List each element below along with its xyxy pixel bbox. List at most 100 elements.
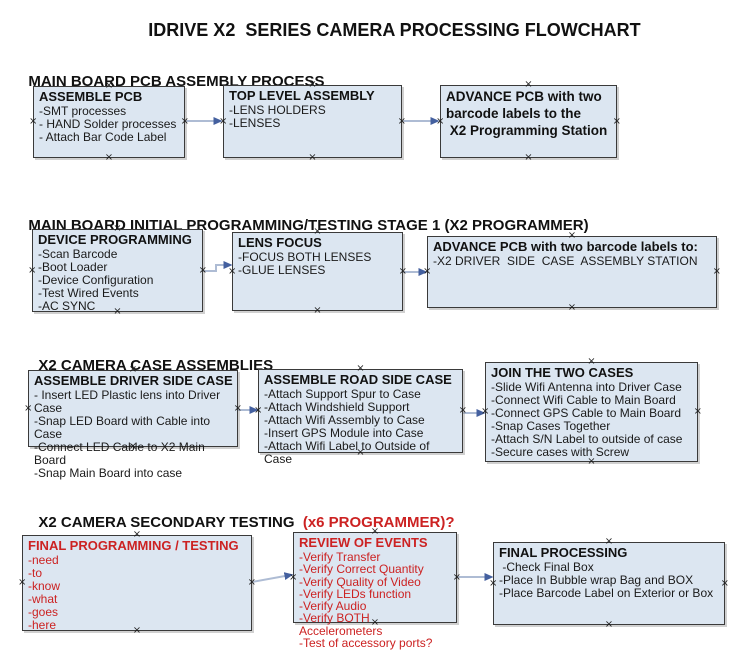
flow-box-final-programming-testing[interactable]: × × × × FINAL PROGRAMMING / TESTING -nee… [18,530,256,636]
connection-handle-icon: × [247,577,256,588]
box-title: LENS FOCUS [238,235,322,250]
connection-handle-icon: × [228,265,237,277]
connector-arrow [203,261,233,272]
box-item: -LENSES [229,116,281,130]
flow-box-review-of-events[interactable]: × × × × REVIEW OF EVENTS -Verify Transfe… [289,527,461,650]
flow-box-assemble-driver-side-case[interactable]: × × × × ASSEMBLE DRIVER SIDE CASE - Inse… [24,365,242,480]
box-title: ADVANCE PCB with two barcode labels to: [433,239,698,254]
flow-box-top-level-assembly[interactable]: × × × × TOP LEVEL ASSEMBLY -LENS HOLDERS… [219,80,406,163]
connection-handle-icon: × [489,577,498,589]
connection-handle-icon: × [398,265,407,277]
box-item: -goes [28,605,59,619]
connection-handle-icon: × [567,302,577,313]
box-item: -GLUE LENSES [238,263,326,277]
box-item: -Connect GPS Cable to Main Board [491,406,682,420]
connection-handle-icon: × [29,116,38,127]
box-item: -what [28,592,58,606]
section-header-text: X2 CAMERA SECONDARY TESTING [38,514,303,531]
box-item: -Scan Barcode [38,247,118,261]
connection-handle-icon: × [289,571,298,583]
box-item: -Verify BOTH Accelerometers [299,611,383,638]
box-item: -Test Wired Events [38,286,139,300]
box-title: JOIN THE TWO CASES [491,365,634,380]
box-title: ASSEMBLE DRIVER SIDE CASE [34,373,233,388]
box-item: -need [28,553,59,567]
box-title: REVIEW OF EVENTS [299,535,428,550]
flow-box-lens-focus[interactable]: × × × × LENS FOCUS -FOCUS BOTH LENSES -G… [228,227,407,316]
connection-handle-icon: × [28,264,37,276]
box-item: -Slide Wifi Antenna into Driver Case [491,380,682,394]
box-item: -Connect LED Cable to X2 Main Board [34,440,209,467]
flow-box-join-the-two-cases[interactable]: × × × × JOIN THE TWO CASES -Slide Wifi A… [481,357,702,467]
box-item: - HAND Solder processes [39,117,177,131]
box-title: DEVICE PROGRAMMING [38,232,192,247]
connection-handle-icon: × [604,619,614,630]
section-header-case-assemblies: X2 CAMERA CASE ASSEMBLIES [30,340,273,374]
box-item: -Attach S/N Label to outside of case [491,432,683,446]
box-item: -Check Final Box [499,560,594,574]
box-item: -LENS HOLDERS [229,103,326,117]
connection-handle-icon: × [712,266,721,277]
connection-handle-icon: × [18,577,27,588]
connection-handle-icon: × [198,264,207,276]
connection-handle-icon: × [458,405,467,416]
connection-handle-icon: × [720,577,729,589]
connection-handle-icon: × [481,406,490,417]
connector-arrow [251,572,294,583]
section-header-text: MAIN BOARD PCB ASSEMBLY PROCESS [28,73,325,90]
box-title: FINAL PROCESSING [499,545,628,560]
box-item: -Attach Wifi Assembly to Case [264,413,425,427]
box-item: -Snap Main Board into case [34,466,183,480]
connection-handle-icon: × [693,406,702,417]
box-item: -X2 DRIVER SIDE CASE ASSEMBLY STATION [433,254,698,268]
box-item: -Secure cases with Screw [491,445,630,459]
box-item: -Verify Correct Quantity [299,562,424,577]
flow-box-advance-pcb-programming-station[interactable]: × × × × ADVANCE PCB with two barcode lab… [436,80,621,163]
page-title: IDRIVE X2 SERIES CAMERA PROCESSING FLOWC… [148,20,641,40]
connection-handle-icon: × [452,571,461,583]
box-item: - Insert LED Plastic lens into Driver Ca… [34,388,224,415]
connection-handle-icon: × [104,152,114,163]
flow-box-final-processing[interactable]: × × × × FINAL PROCESSING -Check Final Bo… [489,537,729,630]
box-item: -Insert GPS Module into Case [264,426,424,440]
box-title: TOP LEVEL ASSEMBLY [229,88,375,103]
connection-handle-icon: × [219,115,228,127]
box-item: -Verify LEDs function [299,586,412,601]
connection-handle-icon: × [308,152,317,163]
box-item: -Boot Loader [38,260,108,274]
box-item: -AC SYNC [38,299,96,313]
box-item: -Verify Transfer [299,550,381,564]
flow-box-device-programming[interactable]: × × × × DEVICE PROGRAMMING -Scan Barcode… [28,224,207,317]
box-item: -know [28,579,61,593]
connection-handle-icon: × [180,116,189,127]
box-item: -Attach Wifi Label to Outside of Case [264,439,433,466]
box-title: ASSEMBLE ROAD SIDE CASE [264,372,452,387]
connection-handle-icon: × [397,115,406,127]
box-item: -Place Barcode Label on Exterior or Box [499,586,714,600]
section-header-text: X2 CAMERA CASE ASSEMBLIES [38,357,274,374]
box-item: -SMT processes [39,104,127,118]
flow-box-advance-pcb-driver-side[interactable]: × × × × ADVANCE PCB with two barcode lab… [423,231,721,313]
box-item: -Snap Cases Together [491,419,611,433]
box-item: -Test of accessory ports? [299,636,433,651]
flow-box-assemble-road-side-case[interactable]: × × × × ASSEMBLE ROAD SIDE CASE -Attach … [254,364,467,466]
connection-handle-icon: × [436,115,445,127]
box-item: -Attach Support Spur to Case [264,387,421,401]
connection-handle-icon: × [24,402,33,414]
box-title: FINAL PROGRAMMING / TESTING [28,538,239,553]
section-header-red-text: (x6 PROGRAMMER)? [302,514,455,531]
box-item: -to [28,566,43,580]
connection-handle-icon: × [254,405,263,416]
box-title: ADVANCE PCB with two barcode labels to t… [446,89,608,138]
connection-handle-icon: × [612,115,621,127]
box-item: -Verify Audio [299,599,367,614]
section-header-pcb-assembly: MAIN BOARD PCB ASSEMBLY PROCESS [20,56,325,90]
box-item: -FOCUS BOTH LENSES [238,250,372,264]
box-item: -Connect Wifi Cable to Main Board [491,393,676,407]
box-item: -Device Configuration [38,273,154,287]
box-item: -Attach Windshield Support [264,400,410,414]
box-item: -Verify Quality of Video [299,574,421,589]
flow-box-assemble-pcb[interactable]: × × × × ASSEMBLE PCB -SMT processes - HA… [29,81,189,163]
connection-handle-icon: × [423,266,432,277]
connection-handle-icon: × [233,402,242,414]
